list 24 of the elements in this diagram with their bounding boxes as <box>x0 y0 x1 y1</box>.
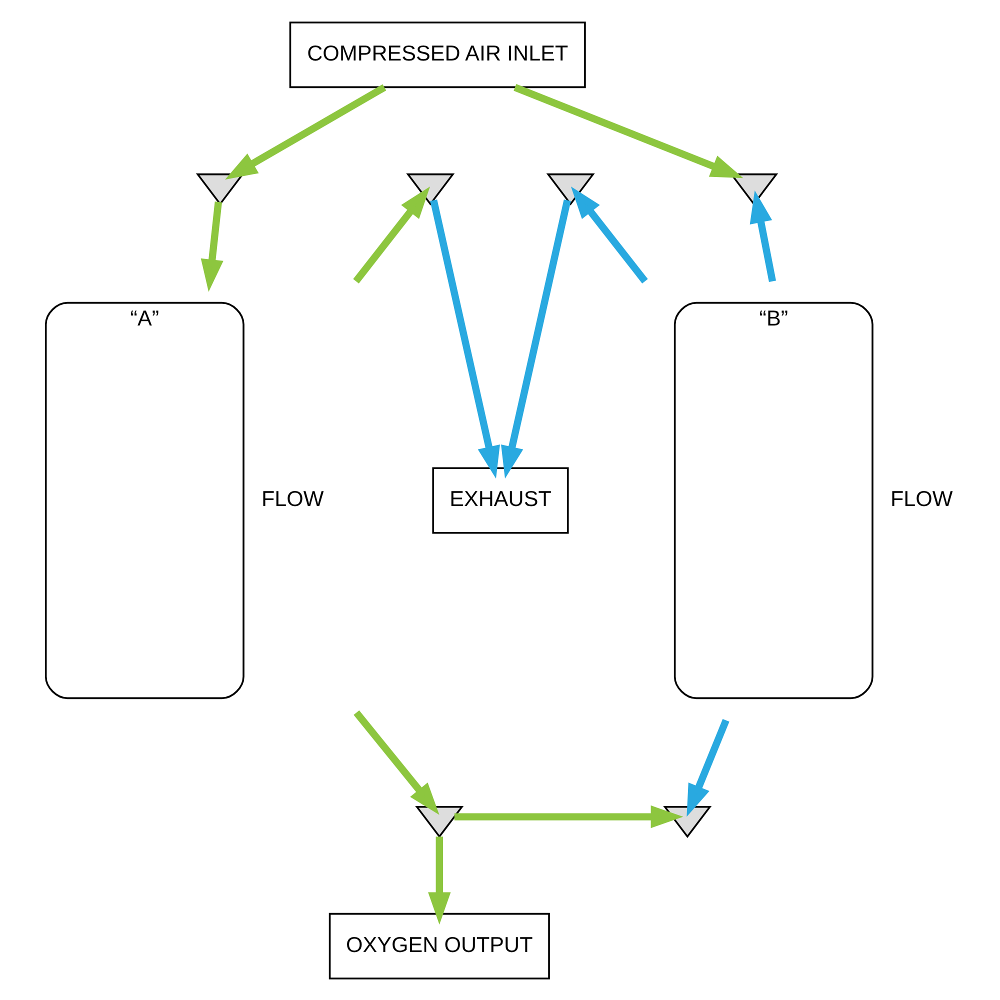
arrow <box>353 710 439 814</box>
arrow <box>224 84 386 180</box>
node-valve <box>414 806 464 838</box>
node-box: COMPRESSED AIR INLET <box>288 21 586 88</box>
arrow <box>500 198 570 478</box>
arrow <box>570 186 648 283</box>
node-box: OXYGEN OUTPUT <box>328 912 550 979</box>
node-valve <box>662 806 712 838</box>
arrow <box>749 190 776 282</box>
node-valve <box>546 172 594 205</box>
node-valve <box>406 172 454 205</box>
node-valve <box>195 172 244 205</box>
arrow <box>686 718 729 816</box>
arrow <box>454 804 683 828</box>
node-label: FLOW <box>260 486 324 511</box>
node-box: “A” <box>44 301 244 699</box>
node-box: “B” <box>673 301 873 699</box>
arrow <box>200 201 223 292</box>
node-label: FLOW <box>890 486 952 511</box>
arrow <box>513 84 743 178</box>
arrow <box>428 836 450 924</box>
arrow <box>430 198 500 478</box>
node-box: EXHAUST <box>432 466 568 534</box>
arrow <box>352 186 430 283</box>
